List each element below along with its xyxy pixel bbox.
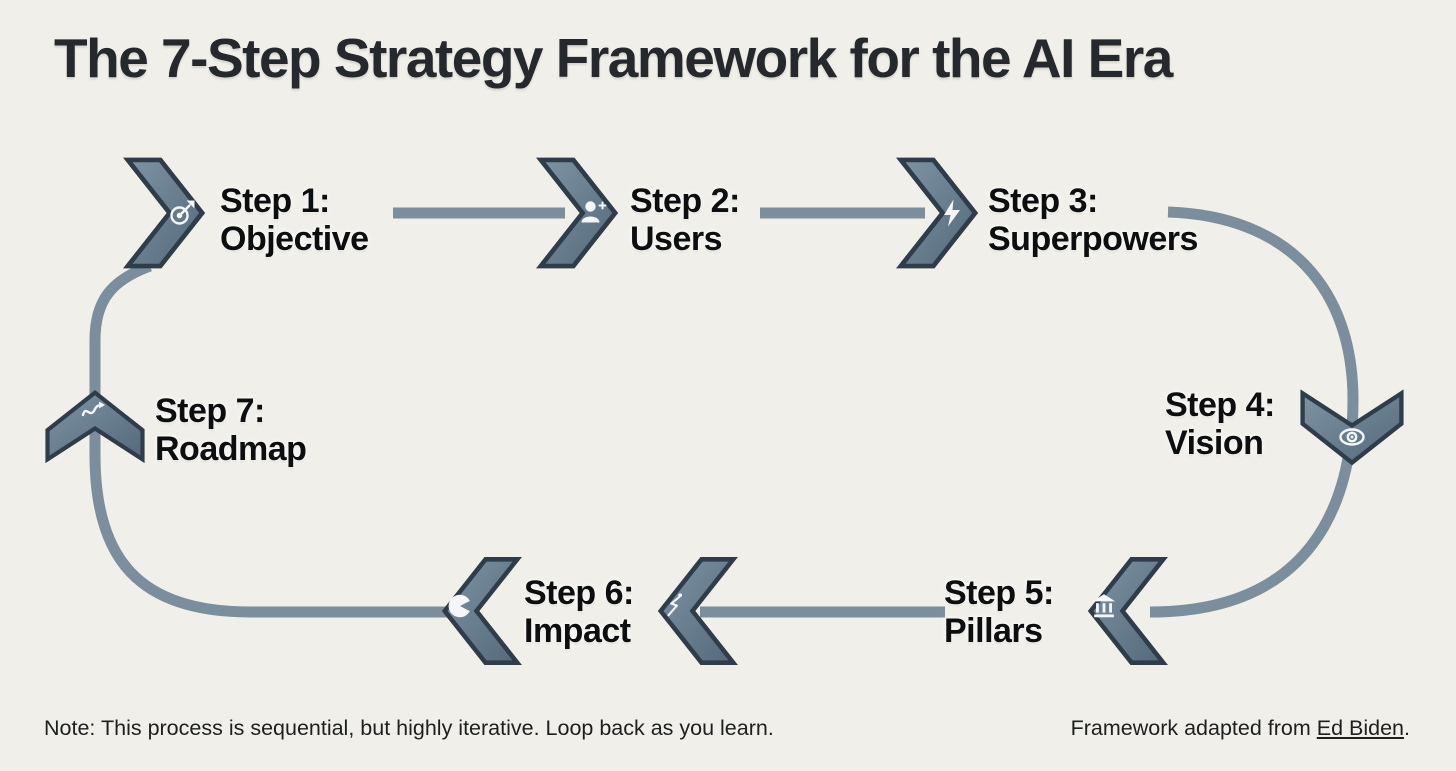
chevron-shape [535, 157, 619, 269]
step-4-label-line1: Step 4: [1165, 386, 1275, 424]
step-2-label: Step 2: Users [630, 182, 740, 258]
step-4-label-line2: Vision [1165, 424, 1264, 462]
eye-icon [1339, 428, 1365, 446]
step-5-label-line2: Pillars [944, 612, 1043, 650]
footer-note: Note: This process is sequential, but hi… [44, 716, 774, 740]
step-3-label-line1: Step 3: [988, 182, 1098, 220]
step-3-chevron [895, 157, 979, 269]
step-3-label-line2: Superpowers [988, 220, 1198, 258]
diagram-title: The 7-Step Strategy Framework for the AI… [54, 27, 1173, 89]
attribution: Framework adapted from Ed Biden. [1071, 716, 1410, 741]
step-7-chevron [45, 390, 145, 464]
step-7-label-line1: Step 7: [155, 392, 265, 430]
step-6-chevron [657, 557, 738, 665]
step-7-label: Step 7: Roadmap [155, 392, 307, 468]
user-icon [581, 201, 607, 223]
step-2-label-line2: Users [630, 220, 723, 258]
step-7-label-line2: Roadmap [155, 430, 307, 468]
step-6-label-line2: Impact [524, 612, 631, 650]
chevron-shape [657, 557, 738, 665]
chevron-shape [45, 390, 145, 464]
target-goal-icon [170, 200, 195, 225]
chevron-shape [895, 157, 979, 269]
bank-columns-icon [1092, 594, 1116, 618]
lightning-icon [944, 199, 960, 227]
step-6-label: Step 6: Impact [524, 574, 634, 650]
attribution-prefix: Framework adapted from [1070, 716, 1317, 740]
connector-step6-step7-step1 [89, 260, 470, 618]
step-1-label-line1: Step 1: [220, 182, 330, 220]
step-5-label-line1: Step 5: [944, 574, 1054, 612]
connector-step3-step4-step5 [1149, 206, 1359, 618]
pie-chart-icon [448, 594, 470, 618]
step-1-label: Step 1: Objective [220, 182, 369, 258]
step-3-label: Step 3: Superpowers [988, 182, 1198, 258]
step-5-label: Step 5: Pillars [944, 574, 1054, 650]
step-4-chevron [1300, 389, 1404, 466]
step-2-label-line1: Step 2: [630, 182, 740, 220]
impact-zigzag-icon [667, 593, 683, 617]
step-2-chevron [535, 157, 619, 269]
step-6-label-line1: Step 6: [524, 574, 634, 612]
step-1-label-line2: Objective [220, 220, 369, 258]
attribution-suffix: . [1404, 716, 1410, 740]
chevron-shape [1300, 389, 1404, 466]
step-4-label: Step 4: Vision [1165, 386, 1275, 462]
ed-biden-link[interactable]: Ed Biden [1316, 716, 1405, 740]
route-squiggle-icon [81, 401, 105, 417]
